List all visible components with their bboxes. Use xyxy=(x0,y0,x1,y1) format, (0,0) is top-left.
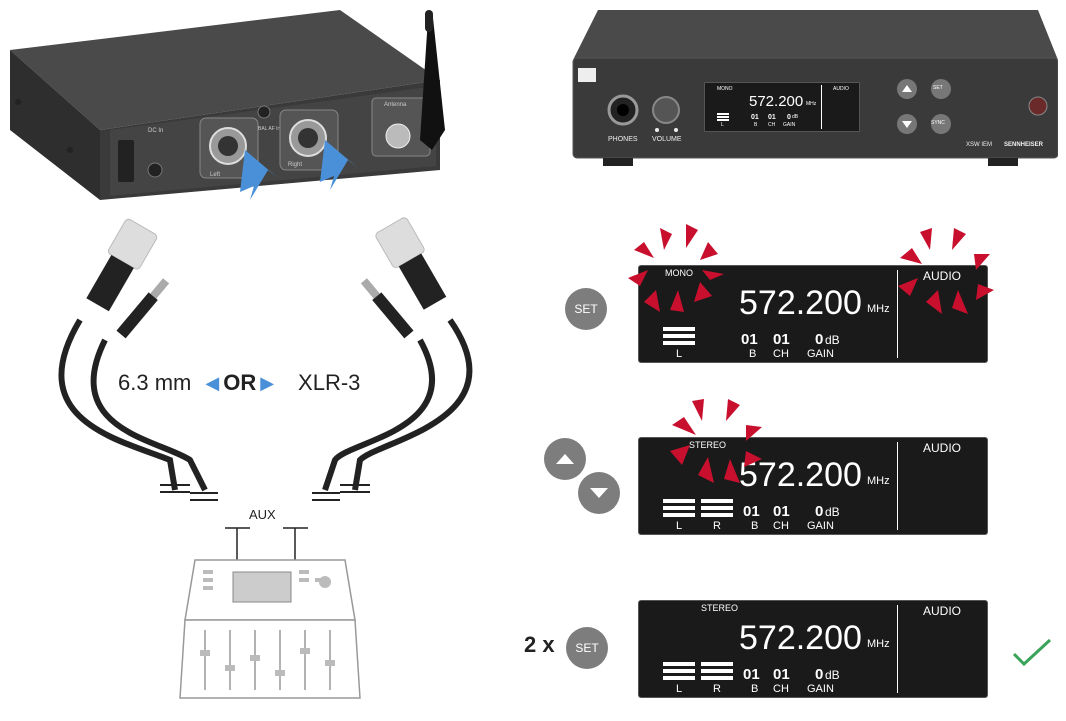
phones-label: PHONES xyxy=(608,136,638,143)
brand-label: SENNHEISER xyxy=(1004,142,1044,148)
dc-in-label: DC In xyxy=(148,128,163,134)
transmitter-front-panel: PHONES VOLUME SET SYNC XSW IEM SENNHEISE… xyxy=(568,0,1058,180)
right-input-label: Right xyxy=(288,162,302,168)
level-meter-left xyxy=(663,327,695,331)
frequency-unit: MHz xyxy=(867,475,890,487)
mode-label: MONO xyxy=(665,268,693,278)
audio-label: AUDIO xyxy=(923,441,962,455)
antenna-icon xyxy=(420,10,445,150)
mode-label: STEREO xyxy=(701,603,739,613)
aux-label: AUX xyxy=(249,507,276,522)
down-arrow-icon xyxy=(902,121,912,128)
volume-label: VOLUME xyxy=(652,136,682,143)
bal-af-in-label: BAL AF In xyxy=(258,126,281,132)
frequency: 572.200 xyxy=(739,619,862,657)
display-step2: STEREO 572.200 MHz AUDIO L R 01 B 01 CH … xyxy=(638,437,988,535)
down-button-step2[interactable] xyxy=(578,472,620,514)
right-arrow-icon: ▶ xyxy=(260,372,275,393)
frequency-unit: MHz xyxy=(867,638,890,650)
left-input-label: Left xyxy=(210,172,220,178)
cable-diagram xyxy=(58,217,473,501)
channel-left-label: L xyxy=(676,348,683,360)
repeat-count-label: 2 x xyxy=(524,632,555,657)
up-arrow-icon xyxy=(902,85,912,92)
audio-label: AUDIO xyxy=(923,269,962,283)
audio-label: AUDIO xyxy=(923,604,962,618)
antenna-label: Antenna xyxy=(384,102,407,108)
down-arrow-icon xyxy=(590,488,608,498)
frequency: 572.200 xyxy=(739,456,862,494)
sync-button-label: SYNC xyxy=(931,120,945,126)
set-button-step3[interactable]: SET xyxy=(566,627,608,669)
display-step1: MONO 572.200 MHz AUDIO L 01 B 01 CH 0 dB… xyxy=(638,265,988,363)
insert-arrow-icon xyxy=(240,140,358,200)
transmitter-display: MONO 572.200 MHz AUDIO L 01 B 01 CH 0 dB… xyxy=(704,82,860,132)
blink-indicator-icon xyxy=(628,224,724,312)
option-xlr3: XLR-3 xyxy=(298,370,361,395)
up-button-step2[interactable] xyxy=(544,438,586,480)
level-meter-left xyxy=(663,499,695,503)
display-step3: STEREO 572.200 MHz AUDIO L R 01 B 01 CH … xyxy=(638,600,988,698)
level-meter-left xyxy=(663,662,695,666)
mode-label: STEREO xyxy=(689,440,727,450)
level-meter-right xyxy=(701,662,733,666)
connector-option-label: 6.3 mm ◀ OR ▶ XLR-3 xyxy=(118,368,360,398)
set-button-step1[interactable]: SET xyxy=(565,288,607,330)
receiver-back-panel: DC In Left BAL AF In Right Antenna xyxy=(10,10,445,200)
mixing-console xyxy=(179,527,361,699)
option-6-3mm: 6.3 mm xyxy=(118,370,192,395)
up-arrow-icon xyxy=(556,454,574,464)
level-meter-right xyxy=(701,499,733,503)
checkmark-icon xyxy=(1012,638,1052,667)
set-button-label: SET xyxy=(933,85,943,91)
frequency-unit: MHz xyxy=(867,303,890,315)
or-label: OR xyxy=(223,370,257,395)
frequency: 572.200 xyxy=(739,284,862,322)
model-label: XSW IEM xyxy=(966,142,993,148)
left-arrow-icon: ◀ xyxy=(205,372,220,393)
blink-indicator-icon xyxy=(898,228,994,314)
blink-indicator-icon xyxy=(670,399,762,483)
